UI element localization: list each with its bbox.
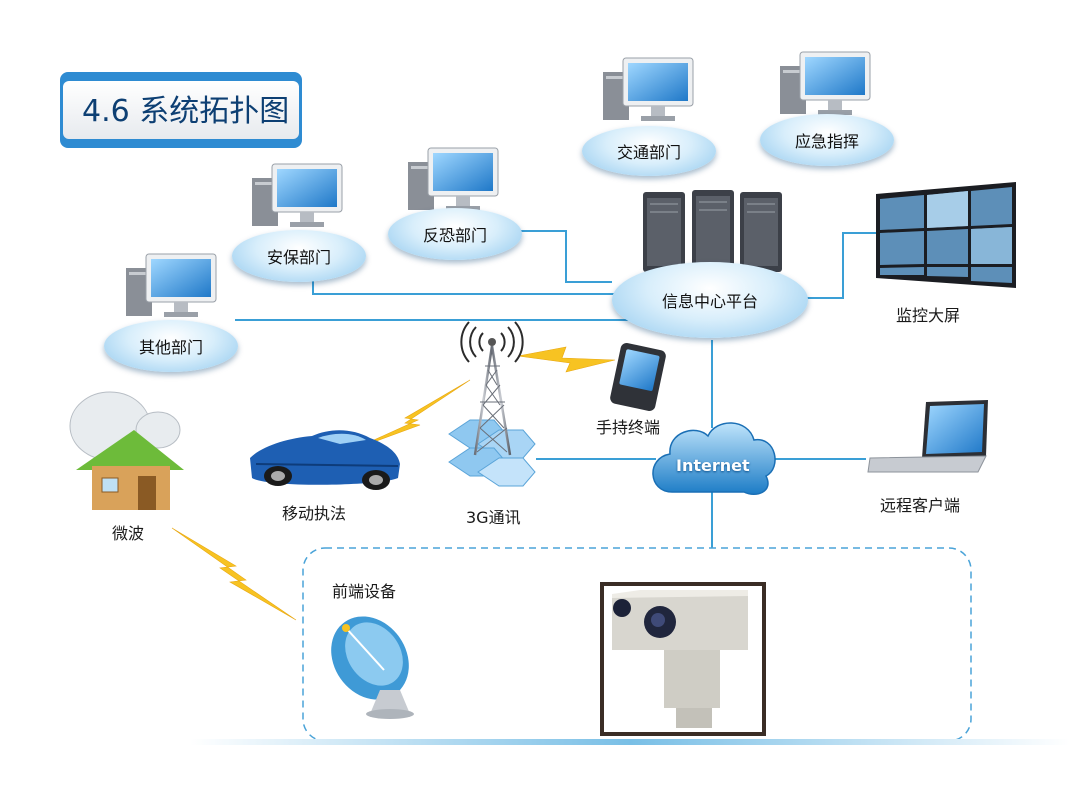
tower-icon [448, 321, 536, 487]
node-emergency-command[interactable]: 应急指挥 [760, 114, 894, 166]
frontend-label: 前端设备 [332, 582, 397, 601]
node-security-dept[interactable]: 安保部门 [232, 230, 366, 282]
lightning-icon-microwave [171, 527, 297, 621]
node-label: 信息中心平台 [661, 292, 758, 311]
line-security [312, 276, 620, 295]
computer-icon-anti-terror [408, 147, 499, 211]
node-label: 其他部门 [138, 338, 203, 357]
microwave-label: 微波 [112, 524, 145, 543]
connection-lines [235, 230, 876, 548]
computer-icon-security [252, 163, 343, 227]
video-wall-label: 监控大屏 [896, 306, 961, 325]
ptz-camera-photo [600, 582, 766, 736]
page-title: 4.6 系统拓扑图 [82, 94, 290, 129]
line-video-wall [806, 232, 876, 299]
node-label: 交通部门 [616, 143, 681, 162]
computer-icon-emergency [780, 51, 871, 115]
comm-3g-label: 3G通讯 [466, 508, 521, 527]
internet-label[interactable]: Internet [676, 456, 750, 475]
title-box-frame [60, 72, 302, 148]
node-label: 应急指挥 [794, 132, 859, 151]
satellite-dish-icon [331, 616, 414, 719]
floor-line [190, 739, 1070, 745]
computer-icon-traffic [603, 57, 694, 121]
mobile-enforcement-label: 移动执法 [282, 504, 347, 523]
internet-cloud-icon [652, 422, 776, 496]
handheld-icon [610, 343, 666, 411]
title-box: 4.6 系统拓扑图 [60, 72, 302, 148]
node-other-dept[interactable]: 其他部门 [104, 320, 238, 372]
remote-client-label: 远程客户端 [880, 496, 961, 515]
laptop-icon [867, 400, 988, 473]
lightning-icon-handheld [517, 346, 616, 373]
node-label: 反恐部门 [422, 226, 487, 245]
node-traffic-dept[interactable]: 交通部门 [582, 126, 716, 176]
node-info-center-platform[interactable]: 信息中心平台 [612, 262, 808, 338]
microwave-house-icon [69, 391, 184, 510]
node-label: 安保部门 [266, 248, 331, 267]
computer-icon-other [126, 253, 217, 317]
police-car-icon [250, 430, 400, 490]
server-icon [643, 190, 782, 272]
video-wall-icon [876, 182, 1016, 288]
line-anti-terror [520, 230, 612, 283]
node-anti-terror-dept[interactable]: 反恐部门 [388, 208, 522, 260]
handheld-label: 手持终端 [596, 418, 661, 437]
